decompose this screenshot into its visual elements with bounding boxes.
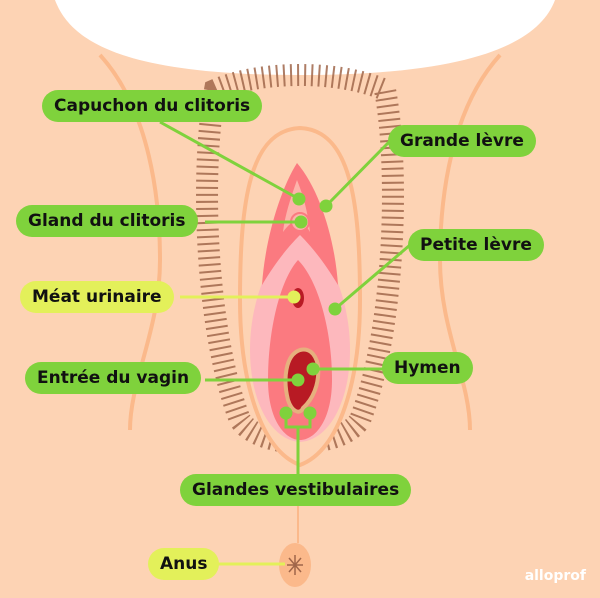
alloprof-logo: alloprof bbox=[524, 568, 586, 584]
label-grande-levre: Grande lèvre bbox=[388, 125, 536, 157]
label-hymen: Hymen bbox=[382, 352, 473, 384]
label-gland-du-clitoris: Gland du clitoris bbox=[16, 205, 198, 237]
label-glandes-vestibulaires: Glandes vestibulaires bbox=[180, 474, 412, 506]
leader-lines bbox=[159, 120, 411, 475]
anus-detail bbox=[287, 555, 303, 575]
label-petite-levre: Petite lèvre bbox=[408, 229, 544, 261]
leader-lines-yellow bbox=[180, 290, 301, 566]
label-anus: Anus bbox=[148, 548, 220, 580]
label-capuchon-du-clitoris: Capuchon du clitoris bbox=[42, 90, 263, 122]
pubic-hair bbox=[196, 64, 404, 454]
label-entree-du-vagin: Entrée du vagin bbox=[25, 362, 202, 394]
label-meat-urinaire: Méat urinaire bbox=[20, 281, 174, 313]
abdomen-cutout bbox=[55, 0, 555, 75]
